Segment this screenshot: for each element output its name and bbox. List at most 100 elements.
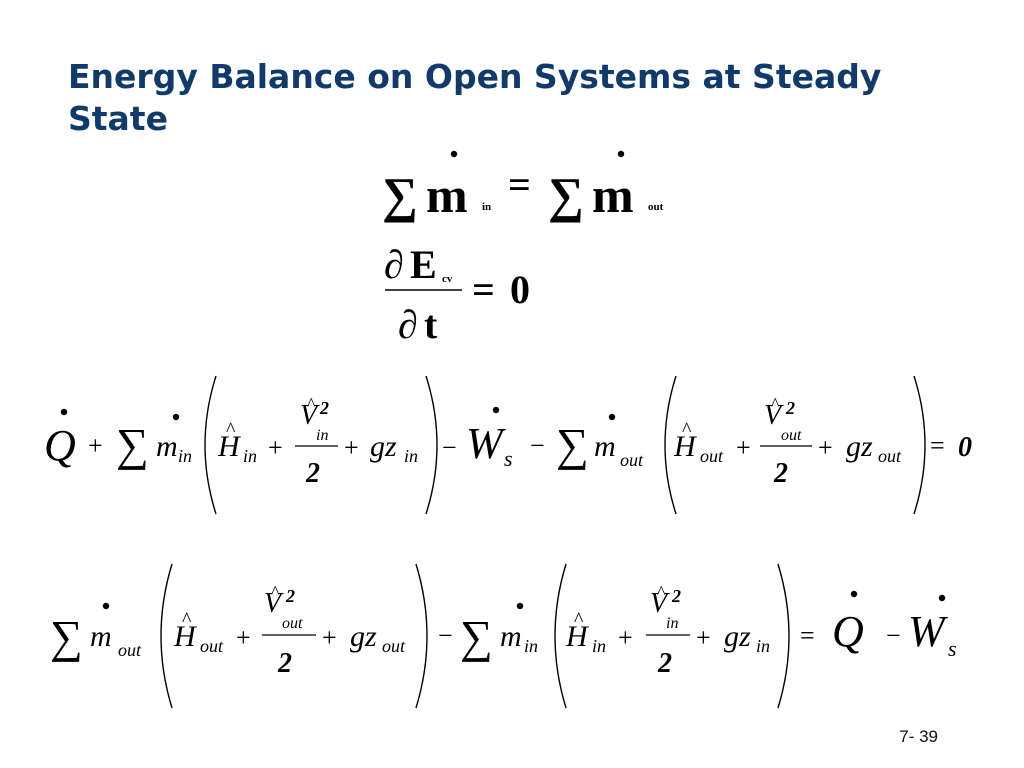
- subscript-in: in: [316, 427, 328, 444]
- partial-symbol: ∂: [398, 302, 418, 347]
- equals-sign: =: [800, 621, 815, 650]
- potential-energy-out: gz: [846, 430, 873, 463]
- plus-sign: +: [88, 431, 103, 460]
- enthalpy-in: H: [217, 430, 242, 463]
- velocity-in: V: [650, 588, 670, 619]
- plus-sign: +: [736, 433, 751, 462]
- shaft-work-symbol: W: [908, 607, 948, 656]
- right-parenthesis: [425, 375, 438, 515]
- subscript-in: in: [592, 636, 606, 656]
- mass-flow-dot: [617, 150, 625, 158]
- heat-rate-dot: [850, 590, 858, 598]
- mass-flow-dot: [102, 602, 110, 610]
- subscript-cv: cv: [442, 273, 453, 285]
- subscript-out: out: [878, 446, 902, 466]
- velocity-exponent: 2: [671, 586, 681, 606]
- equals-sign: =: [472, 267, 495, 312]
- minus-sign: −: [442, 433, 457, 462]
- velocity-exponent: 2: [319, 398, 329, 418]
- plus-sign: +: [268, 433, 283, 462]
- subscript-out: out: [382, 636, 406, 656]
- minus-sign: −: [438, 621, 453, 650]
- subscript-in: in: [178, 446, 192, 466]
- sum-symbol: ∑: [50, 611, 83, 662]
- mass-flow-dot: [608, 413, 616, 421]
- subscript-in: in: [404, 446, 418, 466]
- zero: 0: [958, 432, 972, 463]
- velocity-exponent: 2: [285, 586, 295, 606]
- velocity-out: V: [764, 400, 784, 431]
- subscript-s: s: [948, 636, 957, 661]
- subscript-out: out: [200, 636, 224, 656]
- sum-symbol: ∑: [556, 419, 589, 470]
- mass-flow-out: m: [592, 167, 634, 223]
- enthalpy-out: H: [173, 620, 198, 653]
- subscript-out: out: [282, 615, 303, 632]
- plus-sign: +: [236, 623, 251, 652]
- plus-sign: +: [696, 623, 711, 652]
- plus-sign: +: [344, 433, 359, 462]
- plus-sign: +: [818, 433, 833, 462]
- subscript-in: in: [482, 201, 491, 213]
- subscript-s: s: [504, 446, 513, 471]
- subscript-out: out: [620, 450, 644, 470]
- energy-symbol: E: [410, 242, 437, 287]
- equals-sign: =: [508, 162, 531, 207]
- hat-accent: ^: [574, 609, 584, 631]
- work-rate-dot: [938, 594, 946, 602]
- rearranged-energy-equation: ∑ m out H ^ out + V ^ 2 out 2 + gz out −…: [50, 563, 957, 709]
- hat-accent: ^: [226, 419, 236, 441]
- sum-symbol: ∑: [382, 167, 418, 223]
- hat-accent: ^: [657, 582, 666, 602]
- heat-rate-dot: [60, 408, 68, 416]
- potential-energy-in: gz: [724, 620, 751, 653]
- subscript-in: in: [666, 615, 678, 632]
- enthalpy-out: H: [673, 430, 698, 463]
- sum-symbol: ∑: [460, 611, 493, 662]
- left-parenthesis: [664, 375, 677, 515]
- mass-flow-in: m: [426, 167, 468, 223]
- mass-flow-out: m: [594, 430, 616, 463]
- minus-sign: −: [530, 431, 545, 460]
- left-parenthesis: [554, 563, 567, 709]
- subscript-in: in: [524, 636, 538, 656]
- fraction-denominator: 2: [773, 458, 788, 489]
- work-rate-dot: [492, 406, 500, 414]
- hat-accent: ^: [771, 394, 780, 414]
- energy-rate-equation: ∂ E cv ∂ t = 0: [384, 242, 530, 347]
- fraction-denominator: 2: [657, 648, 672, 679]
- steady-flow-energy-equation: Q + ∑ m in H ^ in + V ^ 2 in 2 + gz in −…: [44, 375, 972, 515]
- mass-flow-dot: [450, 150, 458, 158]
- subscript-out: out: [700, 446, 724, 466]
- sum-symbol: ∑: [548, 167, 584, 223]
- zero: 0: [510, 267, 530, 312]
- velocity-in: V: [300, 400, 320, 431]
- subscript-in: in: [756, 636, 770, 656]
- hat-accent: ^: [307, 394, 316, 414]
- partial-symbol: ∂: [384, 242, 404, 287]
- hat-accent: ^: [682, 419, 692, 441]
- shaft-work-symbol: W: [466, 419, 506, 468]
- fraction-denominator: 2: [305, 458, 320, 489]
- right-parenthesis: [777, 563, 790, 709]
- slide-title: Energy Balance on Open Systems at Steady…: [68, 57, 882, 138]
- heat-rate-symbol: Q: [832, 607, 864, 656]
- left-parenthesis: [204, 375, 217, 515]
- minus-sign: −: [886, 621, 901, 650]
- sum-symbol: ∑: [116, 419, 149, 470]
- mass-flow-in: m: [500, 620, 522, 653]
- plus-sign: +: [322, 623, 337, 652]
- potential-energy-out: gz: [350, 620, 377, 653]
- subscript-out: out: [118, 640, 142, 660]
- velocity-out: V: [264, 588, 284, 619]
- right-parenthesis: [913, 375, 926, 515]
- page-number: 7- 39: [899, 727, 938, 746]
- time-symbol: t: [424, 302, 438, 347]
- subscript-in: in: [243, 446, 257, 466]
- subscript-out: out: [648, 201, 664, 213]
- mass-flow-dot: [516, 602, 524, 610]
- mass-flow-out: m: [90, 620, 112, 653]
- potential-energy-in: gz: [370, 430, 397, 463]
- equals-sign: =: [930, 431, 945, 460]
- plus-sign: +: [618, 623, 633, 652]
